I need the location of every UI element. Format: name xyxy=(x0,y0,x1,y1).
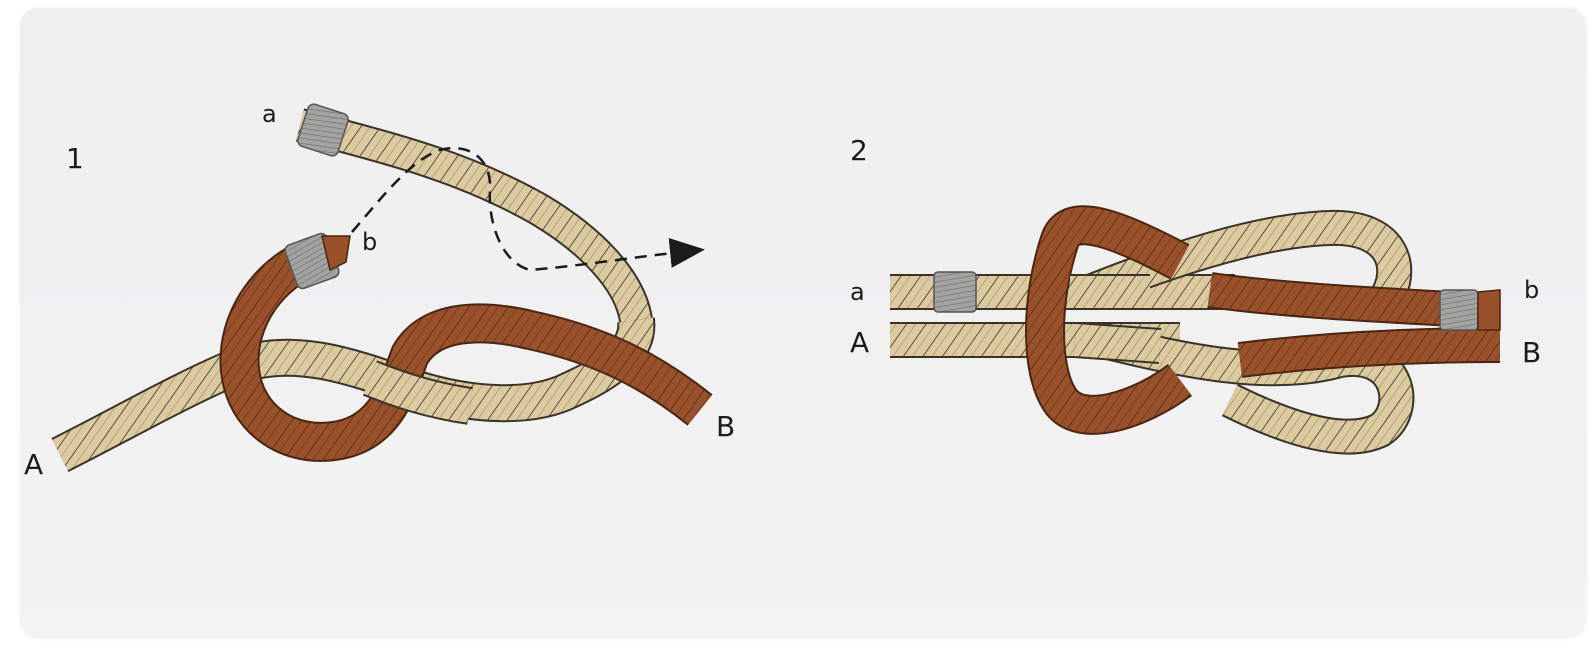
rope-b-cut-end xyxy=(1478,290,1500,330)
end-label-b: b xyxy=(362,228,377,256)
rope-dark-B xyxy=(1240,345,1500,360)
end-label-a: a xyxy=(262,100,277,128)
whipping-a-2 xyxy=(934,272,976,312)
rope-light-overpass xyxy=(1070,292,1160,346)
rope-a-working-end xyxy=(300,125,636,320)
step-label-1: 1 xyxy=(66,142,84,175)
end-label-B: B xyxy=(716,410,735,443)
rope-dark-b xyxy=(1210,290,1470,310)
end-label-B-2: B xyxy=(1522,336,1541,369)
end-label-a-2: a xyxy=(850,278,865,306)
end-label-A-2: A xyxy=(850,326,869,359)
whipping-b-2 xyxy=(1440,290,1478,330)
rope-dark-wrap-loop xyxy=(1045,225,1180,415)
panel-1: 1 a b A B xyxy=(24,100,735,481)
end-label-b-2: b xyxy=(1524,276,1539,304)
step-label-2: 2 xyxy=(850,134,868,167)
end-label-A: A xyxy=(24,448,43,481)
panel-2: 2 a A b B xyxy=(850,134,1541,437)
